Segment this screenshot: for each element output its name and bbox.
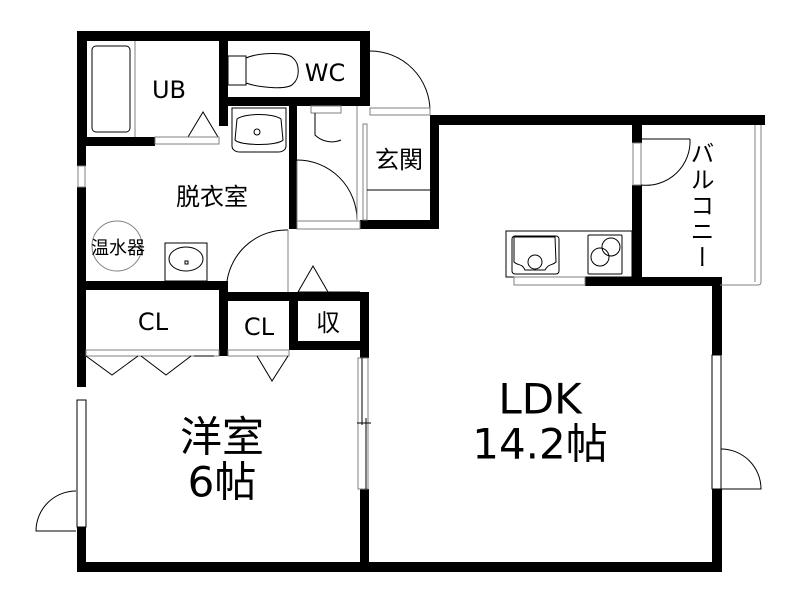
fixtures — [35, 41, 762, 532]
western-room-size: 6帖 — [187, 458, 257, 507]
room-label-western-room: 洋室 6帖 — [179, 412, 265, 507]
ldk-size: 14.2帖 — [472, 420, 608, 469]
room-label-closet-left: CL — [137, 308, 169, 336]
room-label-wc: WC — [304, 59, 346, 87]
sink-icon — [231, 107, 287, 153]
room-label-storage: 収 — [316, 309, 340, 337]
bathtub-icon — [91, 45, 131, 133]
room-label-closet-right: CL — [243, 313, 275, 341]
walls — [77, 31, 765, 572]
room-label-ldk: LDK 14.2帖 — [472, 374, 608, 469]
room-label-balcony: バルコニー — [686, 141, 714, 271]
room-label-ub: UB — [151, 76, 187, 104]
toilet-icon — [227, 53, 299, 89]
kitchen-counter-icon — [505, 230, 633, 286]
western-room-name: 洋室 — [179, 412, 265, 462]
water-heater-icon — [91, 220, 143, 272]
washing-pan-icon — [164, 242, 208, 282]
room-label-genkan: 玄関 — [375, 146, 423, 174]
ldk-name: LDK — [498, 374, 582, 424]
room-label-datsuishitsu: 脱衣室 — [176, 183, 248, 211]
label-water-heater: 温水器 — [91, 238, 145, 259]
